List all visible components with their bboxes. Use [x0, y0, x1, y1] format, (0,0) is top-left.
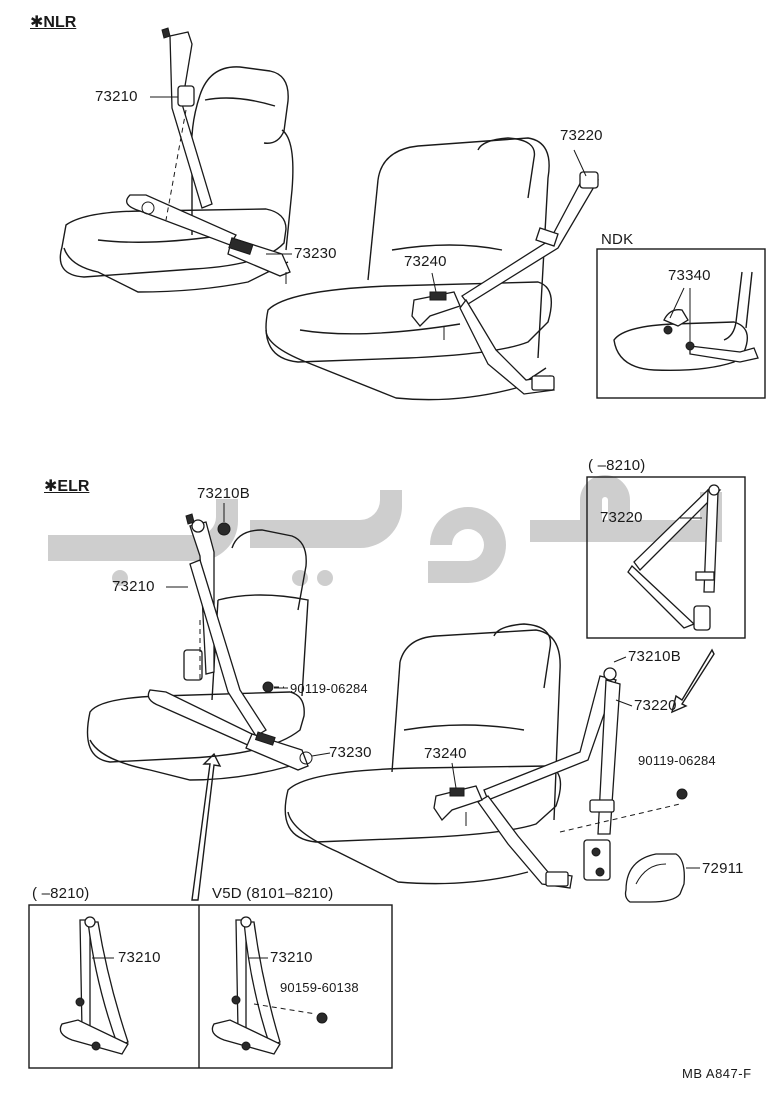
bottom-inset-frame — [28, 904, 393, 1069]
part-label-73220-inset: 73220 — [600, 509, 643, 526]
ndk-inset-title: NDK — [601, 231, 634, 248]
elr-section-title: ✱ELR — [44, 478, 90, 495]
leader-lines — [92, 96, 702, 959]
part-label-73210b-left: 73210B — [197, 485, 250, 502]
arrow-down-from-inset — [670, 648, 715, 714]
buckle-73240-bottom — [433, 785, 483, 826]
arrow-up-to-seat — [191, 752, 222, 901]
part-label-73210-inset-left: 73210 — [118, 949, 161, 966]
part-label-73210-top: 73210 — [95, 88, 138, 105]
ndk-inset-drawing — [613, 271, 759, 372]
belt-73210-elr — [147, 513, 313, 771]
diagram-reference-code: MB A847-F — [682, 1066, 752, 1081]
belt-73220-bottom — [477, 667, 688, 889]
belt-73210-nlr — [126, 27, 291, 284]
upto-8210-right-inset-box — [586, 476, 746, 639]
buckle-73240-top — [411, 291, 461, 340]
nlr-section-title: ✱NLR — [30, 14, 77, 31]
part-label-90119-right: 90119-06284 — [638, 753, 716, 768]
upto-8210-right-inset-title: ( –8210) — [588, 457, 646, 474]
upto-8210-left-inset-title: ( –8210) — [32, 885, 90, 902]
upto-8210-left-inset-drawing — [59, 916, 129, 1055]
part-label-73210-mid: 73210 — [112, 578, 155, 595]
part-label-72911: 72911 — [702, 860, 744, 877]
v5d-inset-title: V5D (8101–8210) — [212, 885, 334, 902]
part-label-90119-left: 90119-06284 — [290, 681, 368, 696]
part-label-90159: 90159-60138 — [280, 980, 359, 995]
part-label-73240-top: 73240 — [404, 253, 447, 270]
part-label-73240-bottom: 73240 — [424, 745, 467, 762]
watermark-logo — [48, 475, 722, 586]
part-label-73220-right: 73220 — [634, 697, 677, 714]
part-label-73210b-right: 73210B — [628, 648, 681, 665]
part-label-73340: 73340 — [668, 267, 711, 284]
seat-right-bottom — [284, 623, 562, 885]
part-label-73230-top: 73230 — [294, 245, 337, 262]
cover-72911 — [624, 853, 685, 903]
part-label-73220-top: 73220 — [560, 127, 603, 144]
v5d-inset-drawing — [211, 916, 328, 1055]
belt-73220-top — [459, 171, 599, 395]
seat-left-top — [59, 66, 294, 293]
upto-8210-right-inset-drawing — [627, 484, 722, 631]
part-label-73230-bottom: 73230 — [329, 744, 372, 761]
seat-right-top — [265, 137, 552, 401]
seat-left-bottom — [86, 529, 309, 781]
ndk-inset-box — [596, 248, 766, 399]
part-label-73210-inset-right: 73210 — [270, 949, 313, 966]
